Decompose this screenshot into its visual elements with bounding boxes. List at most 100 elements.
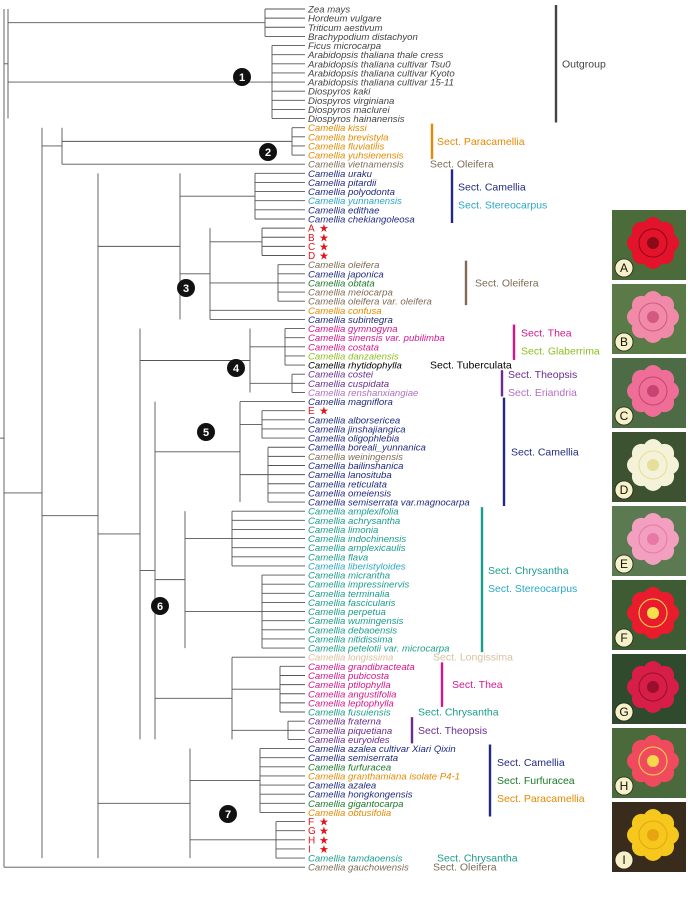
taxon-label: Camellia fraterna: [308, 717, 381, 728]
taxon-label: Camellia yunnanensis: [308, 196, 402, 207]
star-icon: ★: [319, 241, 329, 253]
taxon-label: Camellia brevistyla: [308, 132, 389, 143]
taxon-label: Camellia obtusifolia: [308, 808, 391, 819]
section-label: Sect. Furfuracea: [497, 775, 575, 787]
taxon-label: C: [308, 242, 315, 253]
star-icon: ★: [319, 232, 329, 244]
taxon-label: Camellia leptophylla: [308, 698, 394, 709]
taxon-label: Camellia edithae: [308, 205, 379, 216]
taxon-label: Camellia liberistyloides: [308, 561, 406, 572]
photo-badge: [614, 332, 634, 352]
photo-label: F: [620, 631, 627, 645]
flower-photo: G: [612, 654, 686, 724]
section-label: Sect. Stereocarpus: [488, 583, 577, 595]
taxon-label: Camellia vietnamensis: [308, 160, 404, 171]
taxon-label: Camellia furfuracea: [308, 762, 391, 773]
star-icon: ★: [319, 835, 329, 847]
taxon-label: G: [308, 826, 316, 837]
flower-photo: B: [612, 284, 686, 354]
photo-badge: [614, 628, 634, 648]
section-label: Sect. Theopsis: [418, 725, 487, 737]
taxon-label: Camellia omeiensis: [308, 488, 391, 499]
section-label: Sect. Eriandria: [508, 387, 577, 399]
taxon-label: Camellia jinshajiangica: [308, 424, 406, 435]
photo-label: D: [620, 483, 629, 497]
star-icon: ★: [319, 817, 329, 829]
taxon-label: Camellia fascicularis: [308, 598, 396, 609]
taxon-label: Camellia achrysantha: [308, 516, 400, 527]
photo-badge: [614, 258, 634, 278]
taxon-label: Camellia semiserrata: [308, 753, 398, 764]
node-marker: [219, 805, 237, 823]
photo-label: B: [620, 335, 628, 349]
taxon-label: Camellia weiningensis: [308, 452, 403, 463]
section-label: Sect. Camellia: [497, 757, 565, 769]
taxon-label: Camellia cuspidata: [308, 379, 389, 390]
taxon-label: Camellia renshanxiangiae: [308, 388, 418, 399]
node-marker: [233, 68, 251, 86]
photo-badge: [614, 702, 634, 722]
taxon-label: Ficus microcarpa: [308, 41, 381, 52]
taxon-label: Camellia oleifera var. oleifera: [308, 297, 432, 308]
taxon-label: Camellia reticulata: [308, 479, 387, 490]
node-marker: [197, 423, 215, 441]
node-number: 2: [265, 147, 271, 159]
section-label: Sect. Theopsis: [508, 369, 577, 381]
photo-badge: [614, 480, 634, 500]
node-marker: [151, 597, 169, 615]
taxon-label: Camellia debaoensis: [308, 625, 397, 636]
taxon-label: Camellia fusuiensis: [308, 708, 391, 719]
node-number: 1: [239, 72, 245, 84]
taxon-label: Camellia magniflora: [308, 397, 393, 408]
taxon-label: Camellia obtata: [308, 278, 375, 289]
taxon-label: Camellia oleifera: [308, 260, 379, 271]
photo-label: I: [622, 853, 625, 867]
taxon-label: Camellia azalea: [308, 781, 376, 792]
node-number: 3: [183, 283, 189, 295]
node-marker: [259, 143, 277, 161]
taxon-label: Camellia perpetua: [308, 607, 386, 618]
taxon-label: Hordeum vulgare: [308, 14, 382, 25]
taxon-label: Camellia nitidissima: [308, 634, 393, 645]
node-number: 7: [225, 809, 231, 821]
taxon-label: E: [308, 406, 315, 417]
taxon-label: Camellia meiocarpa: [308, 288, 393, 299]
flower-photo: F: [612, 580, 686, 650]
taxon-label: Camellia piquetiana: [308, 726, 392, 737]
taxon-label: Camellia gigantocarpa: [308, 799, 403, 810]
section-label: Sect. Camellia: [511, 446, 579, 458]
taxon-label: Camellia alborsericea: [308, 415, 400, 426]
photo-badge: [614, 776, 634, 796]
node-number: 4: [233, 363, 240, 375]
taxon-label: Camellia bailinshanica: [308, 461, 403, 472]
section-label: Sect. Paracamellia: [497, 793, 585, 805]
taxon-label: Camellia kissi: [308, 123, 368, 134]
section-label: Sect. Thea: [452, 679, 503, 691]
taxon-label: Camellia petelotii var. microcarpa: [308, 644, 449, 655]
taxon-label: Arabidopsis thaliana cultivar Tsu0: [307, 59, 451, 70]
taxon-label: Camellia pubicosta: [308, 671, 389, 682]
taxon-label: Camellia semiserrata var.magnocarpa: [308, 498, 470, 509]
section-label: Sect. Tuberculata: [430, 360, 512, 372]
taxon-label: Camellia japonica: [308, 269, 384, 280]
taxon-label: Camellia hongkongensis: [308, 790, 413, 801]
section-label: Sect. Paracamellia: [437, 136, 525, 148]
taxon-label: Camellia danzaiensis: [308, 351, 399, 362]
section-label: Sect. Chrysantha: [418, 707, 499, 719]
node-marker: [227, 359, 245, 377]
taxon-label: Triticum aestivum: [308, 23, 382, 34]
node-number: 6: [157, 601, 163, 613]
taxon-label: Camellia euryoides: [308, 735, 390, 746]
taxon-label: Camellia granthamiana isolate P4-1: [308, 771, 460, 782]
taxon-label: Arabidopsis thaliana cultivar 15-11: [307, 78, 454, 89]
node-marker: [177, 279, 195, 297]
taxon-label: Camellia indochinensis: [308, 534, 406, 545]
photo-badge: [614, 406, 634, 426]
taxon-label: Camellia flava: [308, 552, 368, 563]
taxon-label: Diospyros hainanensis: [308, 114, 405, 125]
taxon-label: A: [308, 224, 315, 235]
taxon-label: Camellia ptilophylla: [308, 680, 391, 691]
taxon-label: Diospyros maclurei: [308, 105, 390, 116]
taxon-label: Camellia yuhsienensis: [308, 151, 404, 162]
